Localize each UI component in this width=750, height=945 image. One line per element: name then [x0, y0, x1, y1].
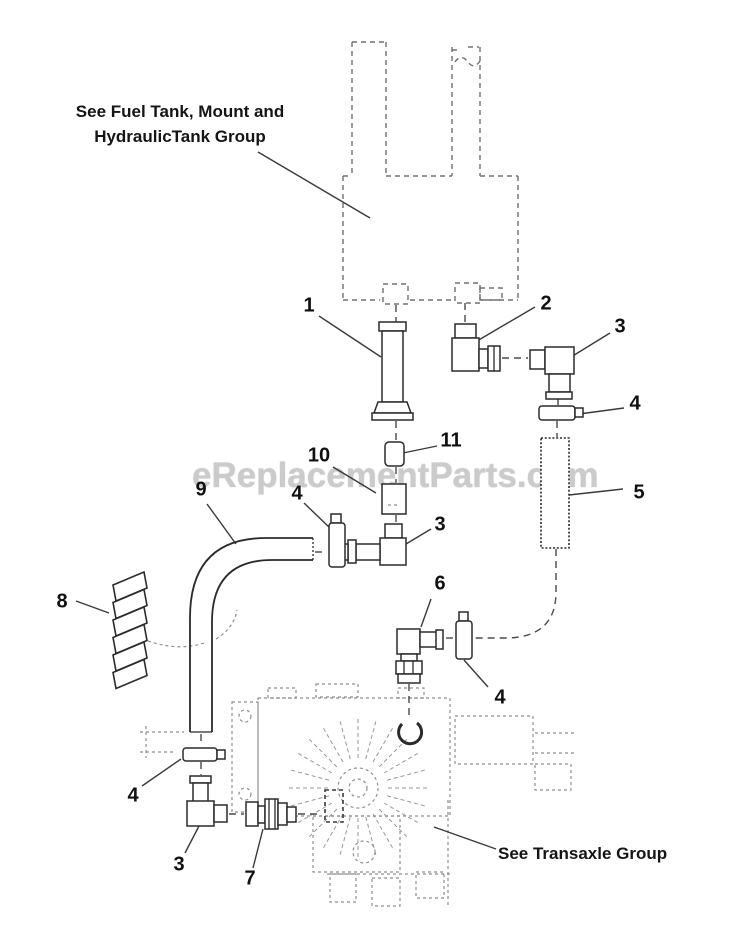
connection-lines: [147, 303, 559, 815]
callout-10: 10: [307, 444, 331, 467]
leader-lines: [75, 151, 625, 869]
transaxle-outline: [140, 683, 574, 907]
part-7-fitting: [245, 798, 297, 830]
callout-4-right: 4: [494, 686, 506, 709]
callout-1: 1: [303, 294, 315, 317]
fuel-tank-note-line1: See Fuel Tank, Mount and: [75, 102, 285, 121]
tank-port-right: [454, 282, 481, 304]
part-4-clamp-right: [455, 611, 473, 660]
part-4-clamp-bottom-left: [182, 747, 226, 762]
callout-4-bottom-left: 4: [127, 784, 139, 807]
callout-11: 11: [440, 429, 462, 452]
callout-3-top-right: 3: [614, 315, 626, 338]
part-3-elbow-bottom: [186, 775, 228, 827]
callout-3-middle: 3: [434, 513, 446, 536]
fuel-tank-note: See Fuel Tank, Mount and HydraulicTank G…: [40, 100, 320, 149]
part-3-elbow-middle: [340, 523, 407, 566]
callout-9: 9: [195, 478, 207, 501]
callout-6: 6: [434, 572, 446, 595]
fuel-tank-note-line2: HydraulicTank Group: [94, 126, 266, 146]
part-9-hose: [189, 537, 314, 733]
callout-8: 8: [56, 590, 68, 613]
callout-4-top-right: 4: [629, 392, 641, 415]
transaxle-inlet-port: [324, 789, 344, 823]
part-2-elbow: [451, 323, 501, 372]
callout-2: 2: [540, 292, 552, 315]
callout-4-middle: 4: [291, 482, 303, 505]
callout-7: 7: [244, 867, 256, 890]
part-4-clamp-middle: [328, 513, 346, 568]
callout-5: 5: [633, 481, 645, 504]
retaining-ring: [397, 721, 424, 746]
callout-3-bottom: 3: [173, 853, 185, 876]
transaxle-fan: [288, 718, 428, 858]
tank-port-left: [382, 283, 409, 305]
part-1-filter: [371, 321, 414, 421]
fuel-tank-outline: [342, 41, 519, 305]
part-8-spiral-wrap: [112, 570, 148, 690]
part-3-elbow-top-right: [529, 346, 575, 400]
transaxle-note: See Transaxle Group: [498, 844, 668, 863]
part-11-bushing: [384, 441, 405, 467]
part-6-elbow: [395, 628, 444, 746]
part-4-clamp-top-right: [538, 405, 584, 421]
part-5-hose: [540, 437, 570, 549]
part-10-coupling: [381, 483, 407, 515]
